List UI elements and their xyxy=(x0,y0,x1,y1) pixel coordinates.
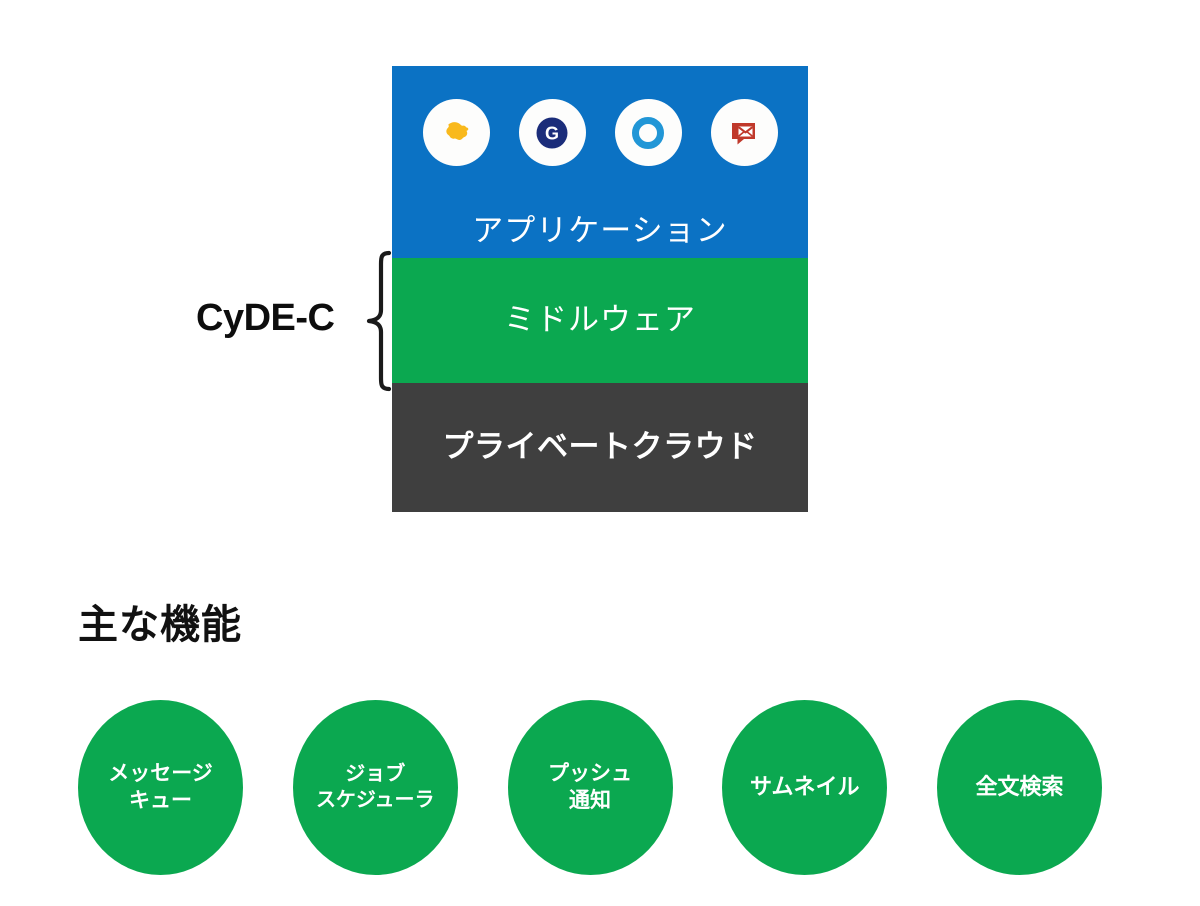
mail-message-icon xyxy=(710,99,778,166)
application-icon-row: G xyxy=(392,99,808,166)
feature-circle-thumbnail[interactable]: サムネイル xyxy=(722,700,888,875)
stack-layer-private-cloud: プライベートクラウド xyxy=(392,383,808,512)
feature-label-line: メッセージ xyxy=(108,761,213,785)
svg-text:G: G xyxy=(545,123,559,143)
feature-circle-message-queue[interactable]: メッセージ キュー xyxy=(78,700,243,875)
feature-label-line: ジョブ xyxy=(345,762,406,785)
feature-label-line: 全文検索 xyxy=(975,774,1064,800)
feature-label-line: プッシュ xyxy=(548,761,632,785)
ring-target-icon xyxy=(614,99,682,166)
feature-circle-fulltext-search[interactable]: 全文検索 xyxy=(937,700,1102,875)
feature-label-line: スケジューラ xyxy=(315,788,435,811)
cyde-c-brace-icon xyxy=(366,250,392,392)
feature-label-line: サムネイル xyxy=(749,774,860,800)
feature-label-line: 通知 xyxy=(569,788,611,812)
chat-cloud-icon xyxy=(422,99,490,166)
stack-layer-application: G アプリケーション xyxy=(392,66,808,258)
stack-layer-middleware-label: ミドルウェア xyxy=(504,302,696,338)
feature-circle-job-scheduler[interactable]: ジョブ スケジューラ xyxy=(292,700,458,875)
features-heading: 主な機能 xyxy=(78,603,242,647)
stack-layer-application-label: アプリケーション xyxy=(472,212,728,248)
architecture-stack-diagram: G アプリケーション ミドルウェア プライベートクラウド xyxy=(392,66,808,512)
groupware-g-icon: G xyxy=(518,99,586,166)
stack-layer-middleware: ミドルウェア xyxy=(392,258,808,383)
feature-label-line: キュー xyxy=(129,788,192,812)
feature-circle-push-notification[interactable]: プッシュ 通知 xyxy=(507,700,673,875)
feature-circle-list: メッセージ キュー ジョブ スケジューラ プッシュ 通知 サムネイル 全文検索 xyxy=(78,700,1102,875)
stack-layer-private-cloud-label: プライベートクラウド xyxy=(442,429,758,465)
cyde-c-label: CyDE-C xyxy=(196,297,335,339)
